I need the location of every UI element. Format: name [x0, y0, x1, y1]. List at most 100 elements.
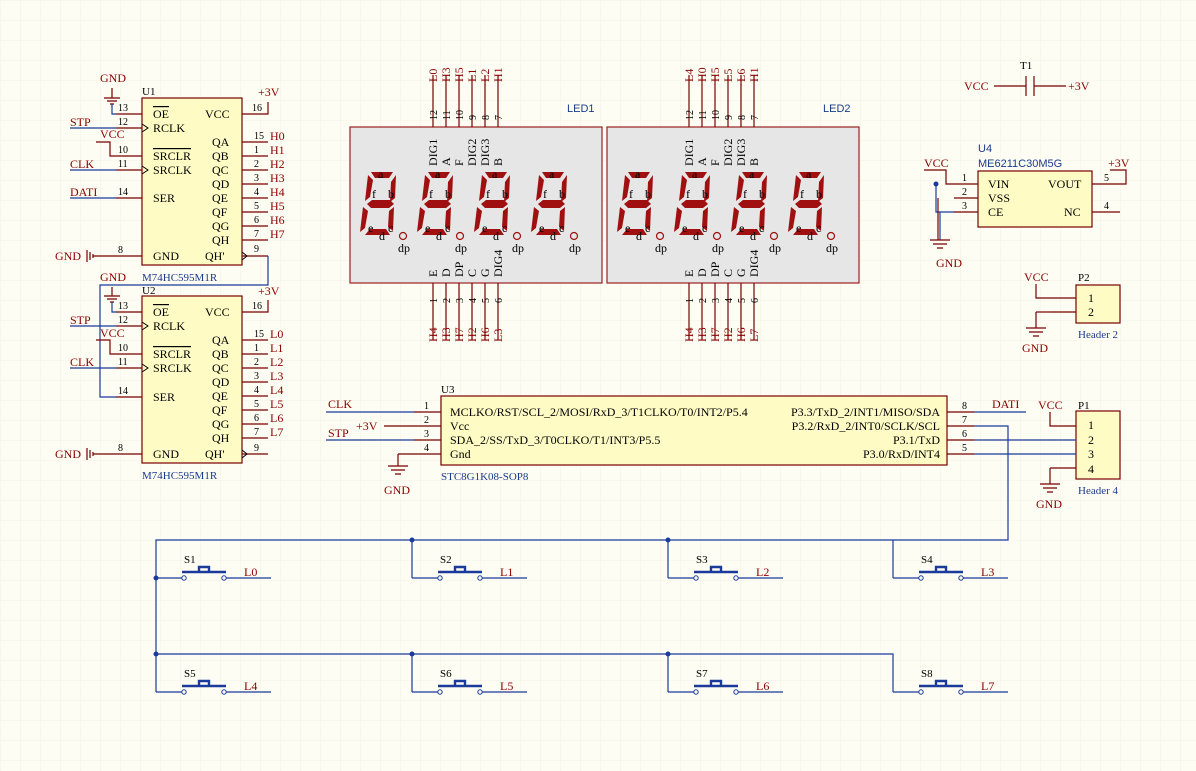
- u2-right-name: QE: [212, 389, 228, 403]
- led1-pin-name: DIG3: [478, 139, 492, 166]
- u1-pin: 8: [118, 245, 123, 256]
- net-label: VCC: [924, 156, 949, 170]
- led2-pin-name: A: [695, 157, 709, 166]
- net-label: H4: [426, 327, 440, 342]
- net-label: L7: [270, 425, 283, 439]
- switch-designator: S7: [696, 668, 708, 680]
- led2-pin: 3: [711, 298, 722, 303]
- u4-pin: 4: [1104, 201, 1109, 212]
- u4-pin-name: NC: [1064, 205, 1081, 219]
- net-label: GND: [1036, 497, 1062, 511]
- u1-pin-name: RCLK: [153, 121, 185, 135]
- segment-g: [738, 200, 765, 208]
- segment-e: [731, 207, 739, 232]
- u4-designator: U4: [978, 143, 992, 155]
- segment-letter: d: [493, 229, 499, 243]
- u2-right-num: 15: [254, 329, 264, 340]
- p1-pin: 4: [1088, 462, 1094, 476]
- segment-a: [485, 172, 507, 178]
- net-label: L0: [244, 565, 257, 579]
- dp-icon: [769, 231, 779, 241]
- segment-b: [447, 175, 453, 202]
- header-p2[interactable]: P2 Header 2 1 2 VCC GND: [1022, 270, 1121, 355]
- segment-d: [793, 229, 818, 235]
- led-display-led1[interactable]: LED1 L012DIG1H311AH510FL19DIG2L28DIG3H17…: [349, 67, 603, 342]
- led1-pin-name: C: [465, 269, 479, 277]
- u2-right-num: 4: [254, 385, 259, 396]
- segment-letter: e: [539, 221, 544, 235]
- header-p1[interactable]: P1 Header 4 1 2 3 4 VCC GND: [974, 398, 1121, 511]
- chip-u1[interactable]: U1 M74HC595M1R 13 12 10 11 14 8 OE RCLK …: [55, 71, 285, 284]
- chip-u2[interactable]: U2 M74HC595M1R 13 12 10 11 14 8 OE RCLK …: [55, 270, 283, 482]
- net-label: L4: [682, 69, 696, 82]
- net-label: H0: [695, 67, 709, 82]
- segment-letter: f: [486, 187, 490, 201]
- segment-c: [816, 207, 822, 231]
- u2-pin: 13: [118, 301, 128, 312]
- u2-pin-name: GND: [153, 447, 179, 461]
- u3-pin: 2: [424, 415, 429, 426]
- segment-letter: d: [807, 229, 813, 243]
- net-label: L5: [721, 69, 735, 82]
- led1-pin-name: F: [452, 159, 466, 166]
- u4-pin: 1: [962, 173, 967, 184]
- segment-letter: c: [759, 221, 764, 235]
- led1-pin: 3: [455, 298, 466, 303]
- u1-pin: 9: [254, 244, 259, 255]
- u1-designator: U1: [142, 86, 155, 98]
- led1-pin-name: DP: [452, 261, 466, 277]
- u2-designator: U2: [142, 285, 155, 297]
- u1-pin: 14: [118, 187, 128, 198]
- dp-icon: [712, 231, 722, 241]
- net-label: CLK: [70, 355, 94, 369]
- switch-designator: S2: [440, 554, 452, 566]
- net-label: GND: [1022, 341, 1048, 355]
- segment-letter: b: [702, 187, 708, 201]
- p2-pin: 1: [1088, 291, 1094, 305]
- segment-f: [365, 175, 373, 201]
- net-label: H5: [452, 67, 466, 82]
- net-label: L4: [270, 383, 283, 397]
- cascade-wire: [99, 256, 269, 398]
- led2-pin: 8: [737, 115, 748, 120]
- segment-letter: b: [388, 187, 394, 201]
- u1-right-name: QE: [212, 191, 228, 205]
- segment-letter: dp: [769, 241, 781, 255]
- segment-letter: e: [482, 221, 487, 235]
- segment-letter: dp: [398, 241, 410, 255]
- regulator-u4[interactable]: U4 ME6211C30M5G 1 2 3 5 4 VIN VSS CE VOU…: [924, 143, 1130, 270]
- segment-d: [479, 229, 504, 235]
- net-label: H2: [721, 327, 735, 342]
- led-display-led2[interactable]: LED2 L412DIG1H011AH510FL59DIG2L68DIG3H17…: [606, 67, 860, 342]
- segment-letter: dp: [569, 241, 581, 255]
- segment-letter: a: [492, 167, 498, 181]
- segment-e: [674, 207, 682, 232]
- net-label: VCC: [100, 326, 125, 340]
- u2-pin-name: RCLK: [153, 319, 185, 333]
- net-label: GND: [55, 249, 81, 263]
- switch-designator: S6: [440, 668, 452, 680]
- net-label: H1: [491, 67, 505, 82]
- segment-letter: f: [629, 187, 633, 201]
- segment-letter: a: [692, 167, 698, 181]
- u2-right-num: 2: [254, 357, 259, 368]
- segment-b: [390, 175, 396, 202]
- led2-pin: 12: [685, 110, 696, 120]
- segment-letter: f: [429, 187, 433, 201]
- u3-pin-name: MCLKO/RST/SCL_2/MOSI/RxD_3/T1CLKO/T0/INT…: [450, 405, 748, 419]
- capacitor-t1[interactable]: T1 VCC +3V: [964, 60, 1090, 96]
- segment-letter: e: [682, 221, 687, 235]
- u4-pin: 5: [1104, 173, 1109, 184]
- segment-b: [818, 175, 824, 202]
